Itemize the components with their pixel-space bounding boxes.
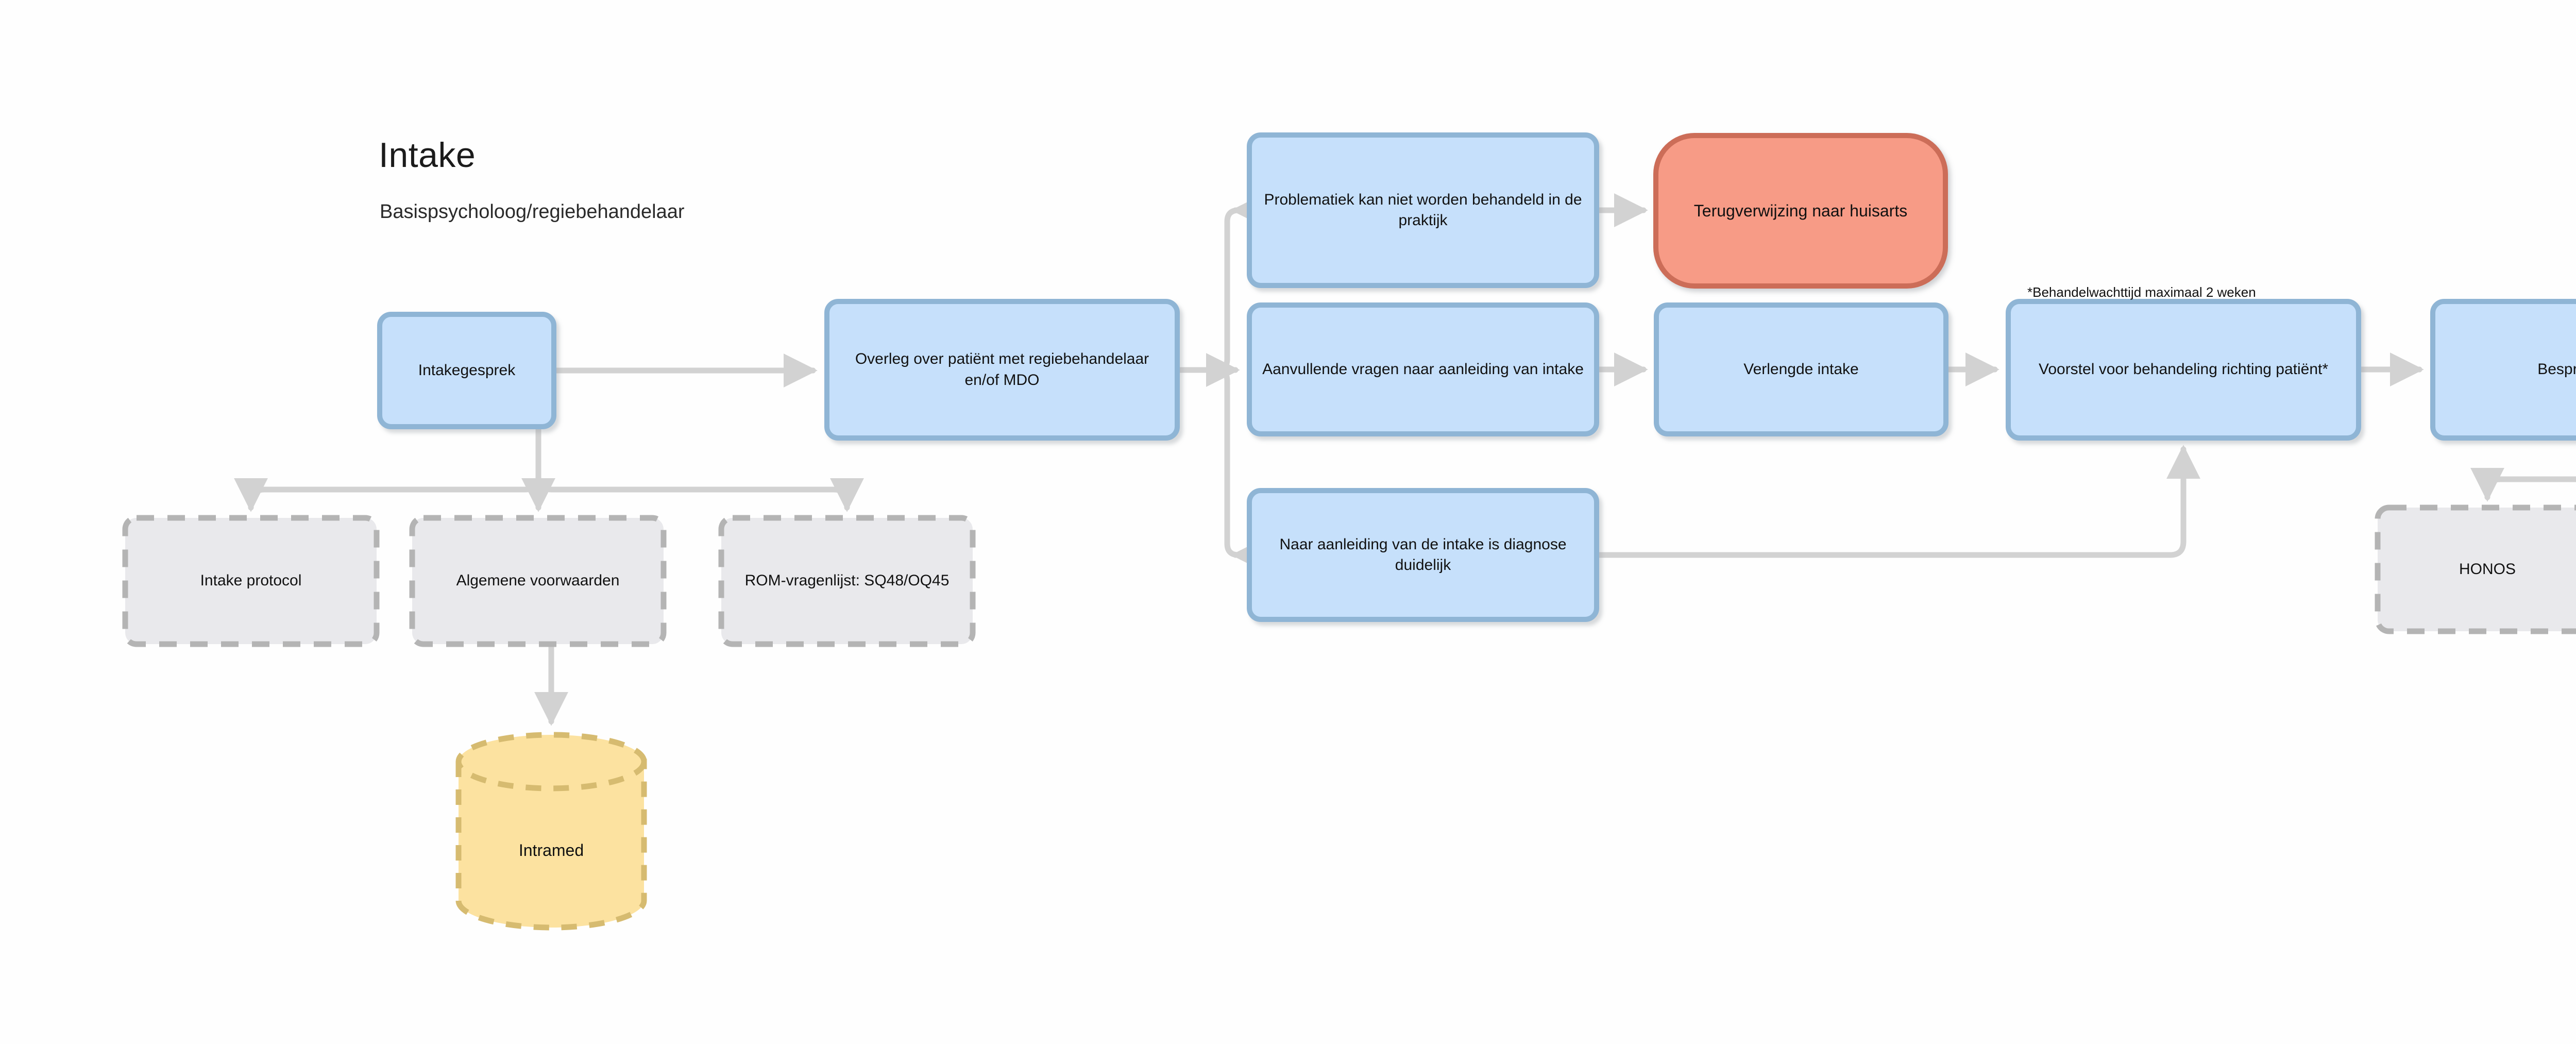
wait-time-annotation: *Behandelwachttijd maximaal 2 weken <box>2027 284 2256 300</box>
node-honos[interactable] <box>2375 504 2576 634</box>
node-bespreken-diagnose[interactable] <box>2430 299 2576 441</box>
node-layer <box>122 132 2576 931</box>
node-diagnose-duidelijk[interactable] <box>1247 488 1599 622</box>
database-top <box>455 732 647 792</box>
connector-layer <box>234 193 2576 726</box>
database-body <box>455 759 647 931</box>
edge-overleg-probleemniet <box>1210 193 1265 373</box>
node-intakegesprek[interactable] <box>377 312 556 429</box>
page-title: Intake <box>379 136 476 175</box>
node-overleg[interactable] <box>824 299 1180 441</box>
node-probleem-niet[interactable] <box>1247 132 1599 288</box>
edge-intakegesprek-rom <box>535 474 864 512</box>
node-terugverwijzing[interactable] <box>1653 133 1948 289</box>
node-voorstel-behandeling[interactable] <box>2006 299 2361 441</box>
edge-bespreken-honos <box>2470 467 2576 502</box>
edge-diagnoseduidelijk-voorstel <box>1594 445 2200 558</box>
node-intramed[interactable] <box>455 732 647 931</box>
node-verlengde-intake[interactable] <box>1654 302 1948 436</box>
node-intake-protocol[interactable] <box>122 515 380 647</box>
page-subtitle: Basispsycholoog/regiebehandelaar <box>380 201 685 223</box>
edge-intakegesprek-intakeprotocol <box>234 474 541 512</box>
node-rom-vragenlijst[interactable] <box>718 515 976 647</box>
edge-overleg-diagnoseduidelijk <box>1210 367 1265 572</box>
node-algemene-voorwaarden[interactable] <box>409 515 667 647</box>
node-aanvullende-vragen[interactable] <box>1247 302 1599 436</box>
